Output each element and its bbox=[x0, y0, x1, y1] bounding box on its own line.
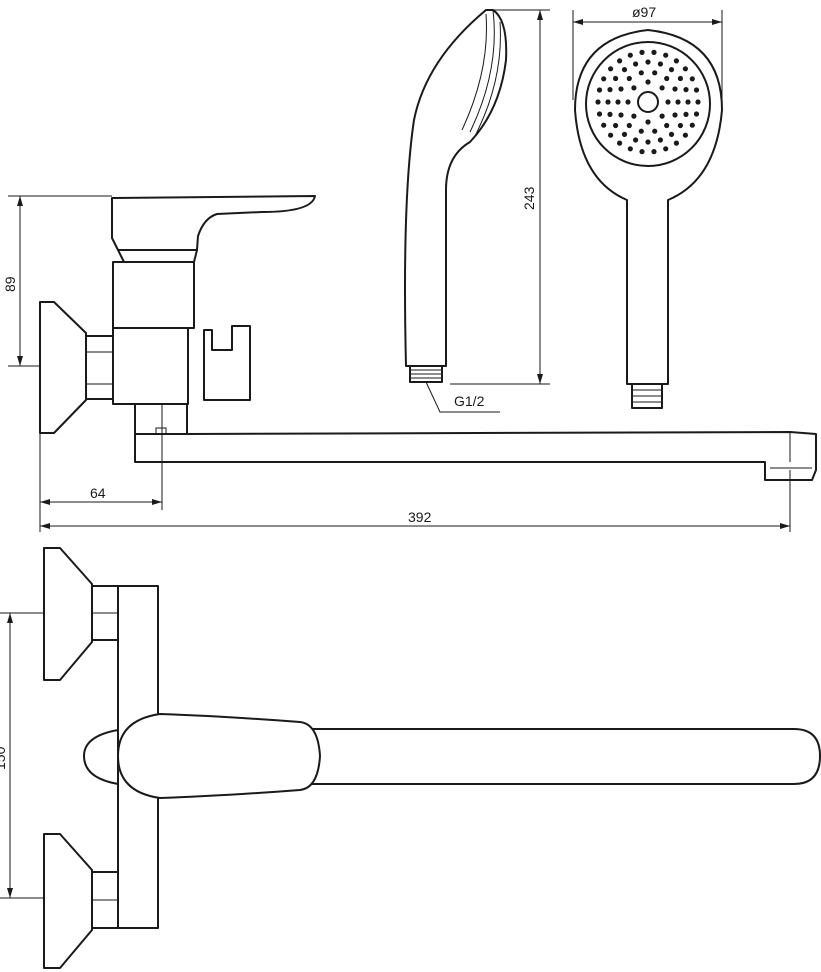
nozzle-dot bbox=[627, 52, 633, 58]
nozzle-dot bbox=[659, 85, 665, 91]
upper-flange bbox=[43, 547, 93, 681]
dim-thread: G1/2 bbox=[454, 393, 485, 409]
nozzle-dot bbox=[645, 59, 651, 65]
top-view: 150 bbox=[0, 547, 821, 969]
nozzle-dot bbox=[639, 49, 645, 56]
nozzle-dot bbox=[645, 139, 651, 145]
nozzle-dot bbox=[689, 122, 695, 128]
nozzle-dot bbox=[621, 131, 628, 137]
nozzle-dot bbox=[617, 58, 623, 64]
spray-dots bbox=[595, 49, 701, 155]
nozzle-dot bbox=[664, 75, 670, 82]
nozzle-dot bbox=[618, 86, 624, 92]
dim-handle-height: 89 bbox=[2, 276, 18, 292]
nozzle-dot bbox=[645, 119, 651, 125]
nozzle-dot bbox=[657, 137, 664, 143]
nozzle-dot bbox=[617, 140, 623, 146]
top-handle bbox=[117, 713, 321, 799]
top-spout bbox=[299, 728, 821, 785]
nozzle-dot bbox=[668, 131, 675, 137]
spray-face bbox=[585, 41, 711, 167]
handshower-outline bbox=[574, 29, 723, 385]
dim-shower-length: 243 bbox=[521, 186, 537, 210]
nozzle-dot bbox=[672, 86, 678, 92]
nozzle-dot bbox=[695, 99, 701, 105]
nozzle-dot bbox=[652, 70, 658, 76]
nozzle-dot bbox=[683, 87, 689, 93]
diverter-knob bbox=[203, 325, 251, 401]
nozzle-dot bbox=[673, 58, 680, 64]
nozzle-dot bbox=[601, 122, 607, 128]
nozzle-dot bbox=[613, 122, 619, 129]
nozzle-dot bbox=[675, 99, 681, 105]
nozzle-dot bbox=[677, 75, 684, 82]
nozzle-dot bbox=[664, 122, 670, 129]
nozzle-dot bbox=[659, 113, 665, 119]
nozzle-dot bbox=[665, 99, 671, 105]
nozzle-dot bbox=[683, 111, 689, 117]
nozzle-dot bbox=[626, 122, 632, 129]
nozzle-dot bbox=[633, 137, 639, 143]
nozzle-dot bbox=[607, 111, 613, 117]
nozzle-dot bbox=[689, 76, 695, 82]
hex-nut bbox=[85, 335, 114, 400]
mixer-body bbox=[112, 327, 189, 405]
nozzle-dot bbox=[682, 132, 689, 138]
nozzle-dot bbox=[685, 99, 691, 105]
nozzle-dot bbox=[657, 61, 664, 67]
nozzle-dot bbox=[645, 79, 651, 85]
nozzle-dot bbox=[625, 99, 631, 105]
center-nozzle bbox=[637, 91, 659, 113]
nozzle-dot bbox=[638, 70, 644, 76]
nozzle-dot bbox=[626, 75, 632, 82]
dim-wall-offset: 64 bbox=[90, 485, 106, 501]
nozzle-dot bbox=[638, 128, 644, 134]
dim-spout-length: 392 bbox=[408, 509, 432, 525]
nozzle-dot bbox=[613, 75, 619, 82]
nozzle-dot bbox=[631, 113, 637, 119]
side-view: 89 64 392 bbox=[2, 195, 817, 532]
nozzle-dot bbox=[627, 146, 633, 152]
nozzle-dot bbox=[693, 87, 700, 93]
nozzle-dot bbox=[596, 87, 603, 93]
nozzle-dot bbox=[639, 149, 645, 155]
nozzle-dot bbox=[595, 99, 601, 105]
nozzle-dot bbox=[605, 99, 611, 105]
nozzle-dot bbox=[651, 49, 657, 56]
nozzle-dot bbox=[633, 61, 639, 67]
dim-shower-diameter: ø97 bbox=[632, 4, 656, 20]
nozzle-dot bbox=[677, 122, 684, 129]
nozzle-dot bbox=[618, 112, 624, 118]
nozzle-dot bbox=[631, 85, 637, 91]
wall-flange bbox=[39, 301, 87, 434]
nozzle-dot bbox=[615, 99, 621, 105]
nozzle-dot bbox=[672, 112, 678, 118]
nozzle-dot bbox=[607, 87, 613, 93]
handshower-side: G1/2 243 bbox=[404, 9, 550, 413]
nozzle-dot bbox=[663, 146, 669, 152]
nozzle-dot bbox=[608, 132, 614, 138]
dim-inlet-spacing: 150 bbox=[0, 746, 8, 770]
nozzle-dot bbox=[651, 149, 657, 155]
nozzle-dot bbox=[596, 111, 603, 117]
nozzle-dot bbox=[663, 52, 669, 58]
handle-lever bbox=[111, 195, 316, 251]
nozzle-dot bbox=[652, 128, 658, 134]
nozzle-dot bbox=[621, 67, 628, 73]
lower-flange bbox=[43, 833, 93, 969]
nozzle-dot bbox=[673, 140, 680, 146]
top-body bbox=[117, 585, 159, 929]
nozzle-dot bbox=[668, 67, 675, 73]
handshower-profile bbox=[404, 9, 508, 367]
nozzle-dot bbox=[601, 76, 607, 82]
spout bbox=[134, 431, 817, 481]
nozzle-dot bbox=[693, 111, 700, 117]
nozzle-dot bbox=[682, 66, 689, 72]
nozzle-dot bbox=[608, 66, 614, 72]
handshower-front: ø97 bbox=[572, 4, 723, 409]
